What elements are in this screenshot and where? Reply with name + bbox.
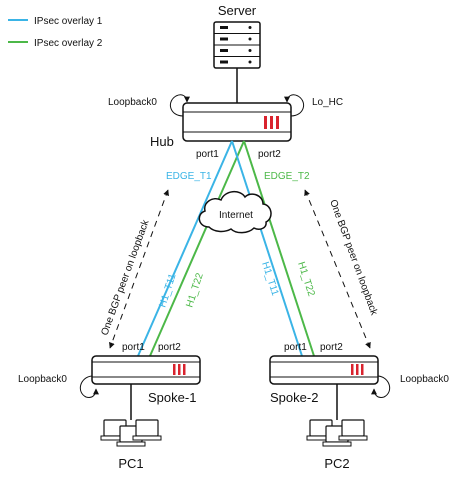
bgp-left-label: One BGP peer on loopback (99, 218, 151, 337)
h1-t22-left-label: H1_T22 (184, 271, 206, 309)
cloud-icon (198, 191, 272, 234)
pc1-computer-icon (100, 419, 162, 447)
pc1-label: PC1 (118, 456, 143, 471)
bgp-right-label: One BGP peer on loopback (327, 198, 379, 317)
hub-lo-hc-label: Lo_HC (312, 97, 343, 108)
hub-lo-hc-arrow (284, 94, 305, 117)
legend-label-overlay1: IPsec overlay 1 (34, 16, 103, 27)
hub-firewall-icon (182, 102, 292, 142)
overlay2-hub-spoke2 (243, 140, 315, 357)
spoke1-loopback0-label: Loopback0 (18, 374, 67, 385)
pc2-label: PC2 (324, 456, 349, 471)
overlay1-hub-spoke2 (231, 140, 303, 357)
spoke1-loopback0-arrow (79, 375, 99, 398)
spoke1-port2-label: port2 (158, 342, 181, 353)
spoke2-label: Spoke-2 (270, 390, 318, 405)
edge-t1-label: EDGE_T1 (166, 171, 212, 182)
spoke1-firewall-icon (91, 355, 201, 385)
spoke2-port2-label: port2 (320, 342, 343, 353)
internet-label: Internet (219, 210, 253, 221)
hub-port2-label: port2 (258, 149, 281, 160)
edge-t2-label: EDGE_T2 (264, 171, 310, 182)
bgp-left-dashed-arrow (109, 189, 169, 349)
hub-loopback0-label: Loopback0 (108, 97, 157, 108)
spoke1-port1-label: port1 (122, 342, 145, 353)
hub-label: Hub (150, 134, 174, 149)
pc2-computer-icon (306, 419, 368, 447)
h1-t11-left-label: H1_T11 (157, 272, 178, 309)
spoke2-loopback0-label: Loopback0 (400, 374, 449, 385)
legend: IPsec overlay 1 IPsec overlay 2 (8, 16, 103, 49)
spoke1-label: Spoke-1 (148, 390, 196, 405)
hub-loopback0-arrow (169, 94, 190, 117)
legend-label-overlay2: IPsec overlay 2 (34, 38, 103, 49)
server-label: Server (218, 3, 257, 18)
spoke2-loopback0-arrow (371, 375, 391, 398)
server-rack-icon (213, 21, 261, 69)
hub-port1-label: port1 (196, 149, 219, 160)
spoke2-port1-label: port1 (284, 342, 307, 353)
h1-t22-right-label: H1_T22 (295, 261, 317, 299)
spoke2-firewall-icon (269, 355, 379, 385)
